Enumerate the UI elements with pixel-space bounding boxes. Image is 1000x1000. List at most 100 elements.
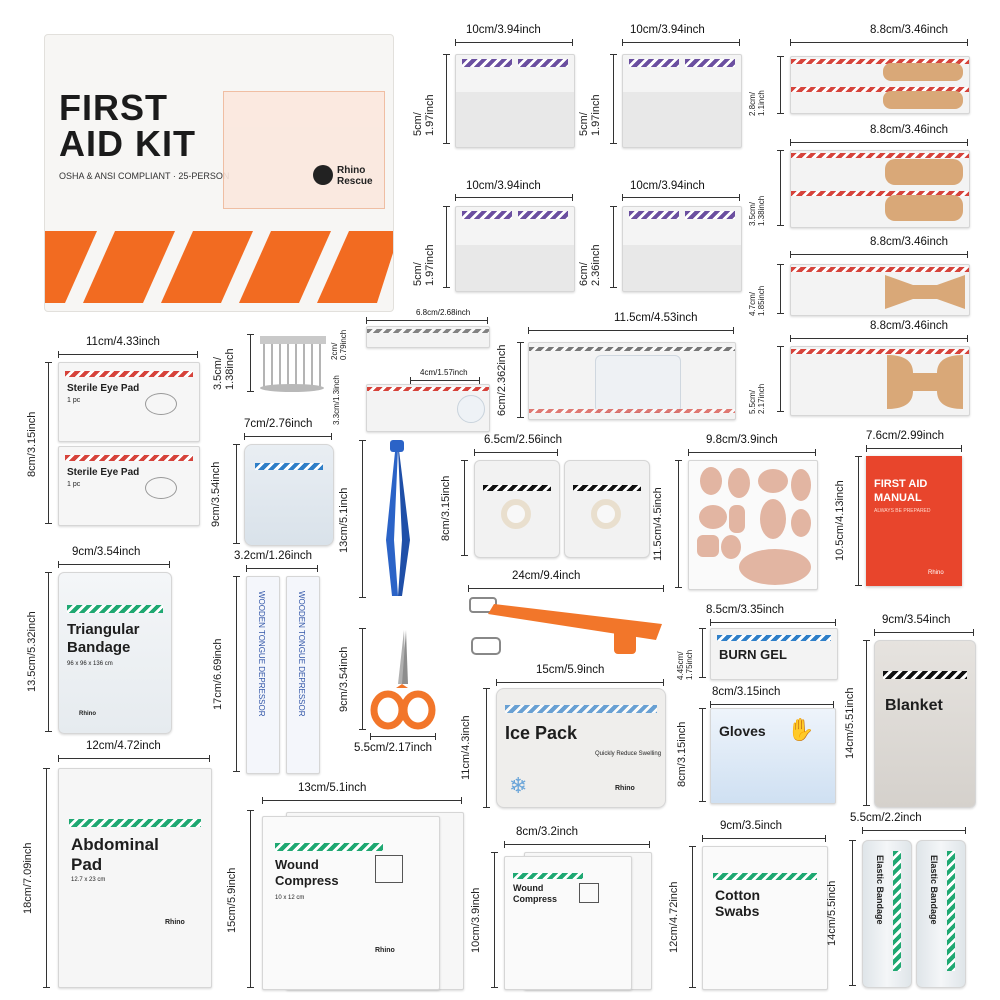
dim-line [247, 810, 254, 988]
depressor-label-2: WOODEN TONGUE DEPRESSOR [297, 591, 306, 717]
dim-pad-b-width: 10cm/3.94inch [630, 24, 705, 36]
wound-stripe [275, 843, 383, 851]
tri-brand: Rhino [79, 711, 96, 717]
depressor-label-1: WOODEN TONGUE DEPRESSOR [257, 591, 266, 717]
gauze-pad-stack-a [455, 54, 575, 148]
narrow-bandage-strip [366, 326, 490, 348]
dim-line [710, 701, 834, 708]
dim-pad-a-width: 10cm/3.94inch [466, 24, 541, 36]
eye-pad-pack-1: Sterile Eye Pad 1 pc [58, 362, 200, 442]
dim-line [777, 346, 784, 412]
abd-label-line2: Pad [71, 855, 103, 874]
dim-line [483, 688, 490, 808]
dim-tri-height: 13.5cm/5.32inch [26, 611, 38, 693]
abd-stripe [69, 819, 201, 827]
dim-band1-width: 8.8cm/3.46inch [870, 24, 948, 36]
dim-gloves-height: 8cm/3.15inch [676, 721, 688, 787]
dim-pad-c-width: 10cm/3.94inch [466, 180, 541, 192]
dim-band4-width: 8.8cm/3.46inch [870, 320, 948, 332]
tape-stripe [573, 485, 641, 491]
dim-line [474, 449, 558, 456]
dim-line [517, 342, 524, 418]
dim-pad-b-height: 5cm/ 1.97inch [578, 94, 602, 136]
eye-pad-pack-2: Sterile Eye Pad 1 pc [58, 446, 200, 526]
dim-pad-a-height: 5cm/ 1.97inch [412, 94, 436, 136]
cotton-stripe [713, 873, 817, 880]
kit-brand-line1: Rhino [337, 165, 366, 176]
dim-pad-d-width: 10cm/3.94inch [630, 180, 705, 192]
dim-blanket-height: 14cm/5.51inch [844, 687, 856, 759]
dim-line [43, 768, 50, 988]
dim-manual-height: 10.5cm/4.13inch [834, 480, 846, 562]
tourniquet-icon [469, 597, 662, 655]
pad-stripe [518, 211, 568, 219]
dim-ice-width: 15cm/5.9inch [536, 664, 605, 676]
tri-label-line1: Triangular [67, 621, 140, 638]
wcs-label-line1: Wound [513, 883, 544, 893]
manual-title-line2: MANUAL [874, 492, 922, 504]
band-stripe [791, 267, 969, 272]
wound-label-line1: Wound [275, 857, 319, 872]
knuckle-bandage-strip [790, 264, 970, 316]
dim-bag-width: 7cm/2.76inch [244, 418, 313, 430]
dim-line [862, 827, 966, 834]
dim-line [246, 565, 318, 572]
dim-strip2-height: 3.3cm/1.3inch [332, 375, 341, 425]
tape-stripe [483, 485, 551, 491]
eye-pad-icon [145, 477, 177, 499]
dim-line [45, 362, 52, 524]
kit-title-line1: FIRST [59, 87, 168, 128]
elastic-label-1: Elastic Bandage [875, 855, 885, 925]
dim-line [262, 797, 462, 804]
pad-stripe [629, 59, 679, 67]
dim-line [702, 835, 826, 842]
gauze-pad-stack-d [622, 206, 742, 292]
spot-bandage-icon [457, 395, 485, 423]
dim-line [443, 206, 450, 288]
safety-pins-icon [260, 336, 326, 392]
abd-label-line1: Abdominal [71, 835, 159, 854]
fingertip-bandage-icon [887, 355, 963, 409]
dim-line [622, 194, 740, 201]
dim-pad-c-height: 5cm/ 1.97inch [412, 244, 436, 286]
dim-abd-height: 18cm/7.09inch [22, 842, 34, 914]
dim-gloves-width: 8cm/3.15inch [712, 686, 781, 698]
dim-blanket-width: 9cm/3.54inch [882, 614, 951, 626]
dim-strip2-width: 4cm/1.57inch [420, 368, 468, 377]
tri-label-line2: Bandage [67, 639, 131, 656]
dim-pad-d-height: 6cm/ 2.36inch [578, 244, 602, 286]
triangular-bandage-pack: Triangular Bandage 96 x 96 x 136 cm Rhin… [58, 572, 172, 734]
dim-blister-height: 11.5cm/4.5inch [652, 487, 664, 561]
dim-wound-width: 13cm/5.1inch [298, 782, 367, 794]
first-aid-kit-bag: FIRST AID KIT OSHA & ANSI COMPLIANT · 25… [44, 34, 394, 312]
snowflake-icon: ❄ [509, 773, 528, 798]
dim-scissor-height: 9cm/3.54inch [338, 646, 350, 712]
dim-line [461, 460, 468, 556]
burn-stripe [717, 635, 831, 641]
dim-line [468, 585, 664, 592]
eye-stripe [65, 371, 193, 377]
elastic-bandage-roll-1: Elastic Bandage [862, 840, 912, 988]
glove-icon: ✋ [787, 717, 815, 742]
tweezers-icon [386, 440, 410, 596]
dim-line [874, 629, 974, 636]
pad-stripe [462, 211, 512, 219]
dim-line [622, 39, 740, 46]
ice-stripe [505, 705, 657, 713]
blister-bandage-sheet [688, 460, 818, 590]
dim-large-height: 6cm/2.362inch [496, 344, 508, 416]
dim-strip1-width: 6.8cm/2.68inch [416, 308, 471, 317]
dim-band3-height: 4.7cm/ 1.85inch [748, 285, 766, 316]
tape-roll-icon [591, 499, 621, 529]
transparent-dressing [595, 355, 681, 413]
elastic-bandage-roll-2: Elastic Bandage [916, 840, 966, 988]
dim-line [491, 852, 498, 988]
brand-logo-icon [313, 165, 333, 185]
dim-large-width: 11.5cm/4.53inch [614, 312, 698, 324]
dim-wound-height: 15cm/5.9inch [226, 867, 238, 933]
dim-line [247, 334, 254, 392]
wound-compress-pack-small: Wound Compress [504, 856, 632, 990]
band-stripe [791, 153, 969, 158]
dim-line [359, 440, 366, 598]
pad-stripe [518, 59, 568, 67]
